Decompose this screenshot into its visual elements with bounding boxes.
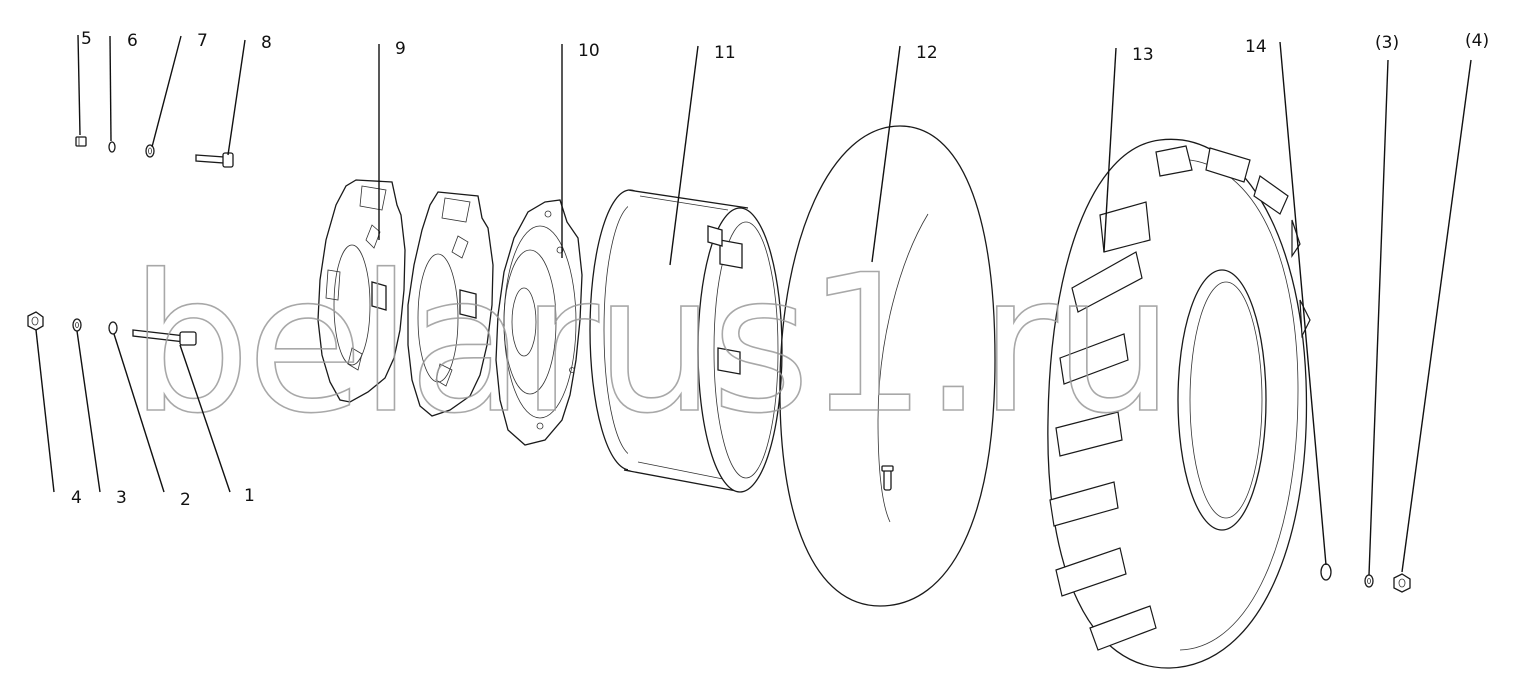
leader-6 [109, 35, 112, 142]
callout-p3: (3) [1375, 33, 1399, 53]
part-1-stud [132, 329, 197, 346]
callout-12: 12 [916, 43, 938, 63]
part-10-hub-disc [495, 199, 583, 446]
callout-p4: (4) [1465, 31, 1489, 51]
callout-6: 6 [127, 31, 138, 51]
part-8-bolt [195, 152, 234, 168]
leader-14 [1279, 41, 1327, 566]
leader-12 [871, 45, 901, 263]
part-9-weight-outer [317, 179, 406, 403]
callout-5: 5 [81, 29, 92, 49]
callout-1: 1 [244, 486, 255, 506]
leader-7 [151, 35, 182, 148]
leader-13 [1103, 47, 1117, 253]
callout-3: 3 [116, 488, 127, 508]
callout-4: 4 [71, 488, 82, 508]
leader-8 [227, 39, 246, 156]
leader-p4 [1401, 59, 1472, 573]
leader-2 [113, 333, 165, 493]
callout-2: 2 [180, 490, 191, 510]
part-7-lock-washer [145, 144, 155, 158]
part-p4-nut [1393, 573, 1411, 593]
part-9-weight-inner [407, 191, 494, 417]
watermark: belarus1.ru [130, 234, 1170, 455]
part-6-washer [108, 141, 116, 153]
callout-10: 10 [578, 41, 600, 61]
part-5-nut [75, 136, 87, 147]
part-11-wheel-rim [589, 189, 783, 493]
callout-14: 14 [1245, 37, 1267, 57]
leader-5 [77, 34, 81, 136]
callout-9: 9 [395, 39, 406, 59]
part-4-nut [27, 311, 44, 331]
part-3-washer [72, 318, 82, 332]
leader-1 [179, 344, 231, 493]
callout-8: 8 [261, 33, 272, 53]
leader-4 [35, 329, 55, 493]
callout-7: 7 [197, 31, 208, 51]
part-p3-washer [1364, 574, 1374, 588]
part-14-valve-cap [1320, 563, 1332, 581]
leader-lines [35, 34, 1472, 576]
callout-13: 13 [1132, 45, 1154, 65]
part-2-lock-washer [108, 321, 118, 335]
callout-labels: 5 6 7 8 9 10 11 12 13 14 (3) (4) 4 3 2 1 [71, 29, 1489, 510]
callout-11: 11 [714, 43, 736, 63]
leader-3 [76, 330, 101, 493]
part-12-inner-tube [779, 125, 996, 607]
leader-11 [669, 45, 699, 266]
leader-p3 [1368, 59, 1389, 576]
part-13-tyre [1047, 138, 1311, 669]
